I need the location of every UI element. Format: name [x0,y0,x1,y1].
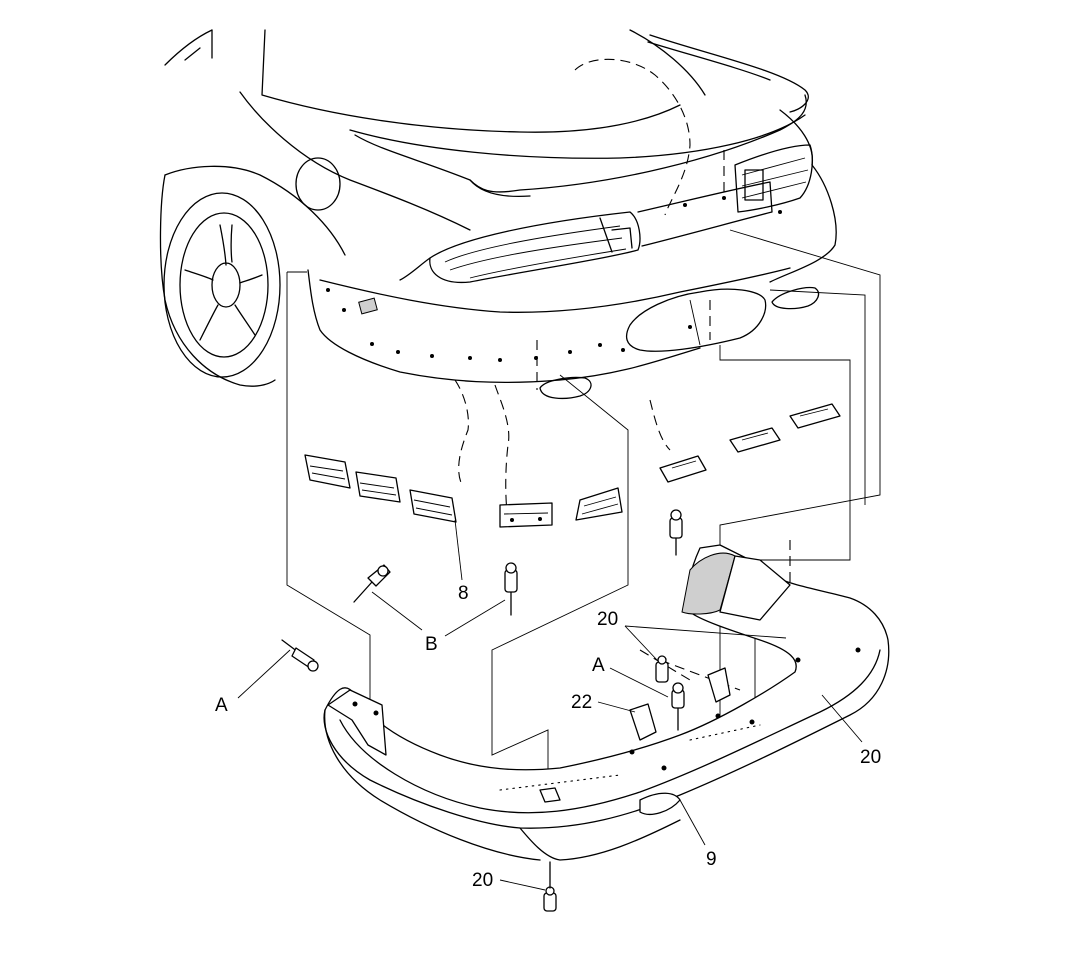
callout-fastener-b: B [425,634,438,655]
bumper-reinforcement [323,544,890,861]
retainer-clip [575,487,623,521]
retainer-clip [789,403,841,429]
push-pin-fastener-a-left [281,639,319,672]
retainer-clip [355,471,401,503]
retainer-clip [659,455,707,483]
push-pin-fastener-b-left [353,564,391,603]
nut-20-upper [655,655,669,683]
callout-part-20-bottom: 20 [472,870,493,891]
callout-part-9: 9 [706,849,717,870]
retainer-clip [409,489,457,523]
callout-part-22: 22 [571,692,592,713]
retainer-clip [499,502,553,528]
vehicle-rear-body [159,29,837,400]
callout-fastener-a-right: A [592,655,605,676]
callout-part-8: 8 [458,583,469,604]
fascia-mounting-holes [326,196,782,362]
nut-20-bottom [543,861,557,912]
push-pin-fastener-a-right [671,682,685,731]
retainer-clip [304,454,351,489]
retainer-clips [304,403,841,528]
callout-leader-lines [237,519,863,891]
callout-part-20-upper: 20 [597,609,618,630]
push-pin-fastener-b-right [504,562,518,616]
callouts: 8 B A 20 A 22 20 9 20 [215,583,881,891]
push-pin-fastener-center [669,509,683,556]
callout-fastener-a-left: A [215,695,228,716]
callout-part-20-right: 20 [860,747,881,768]
retainer-clip [729,427,781,453]
